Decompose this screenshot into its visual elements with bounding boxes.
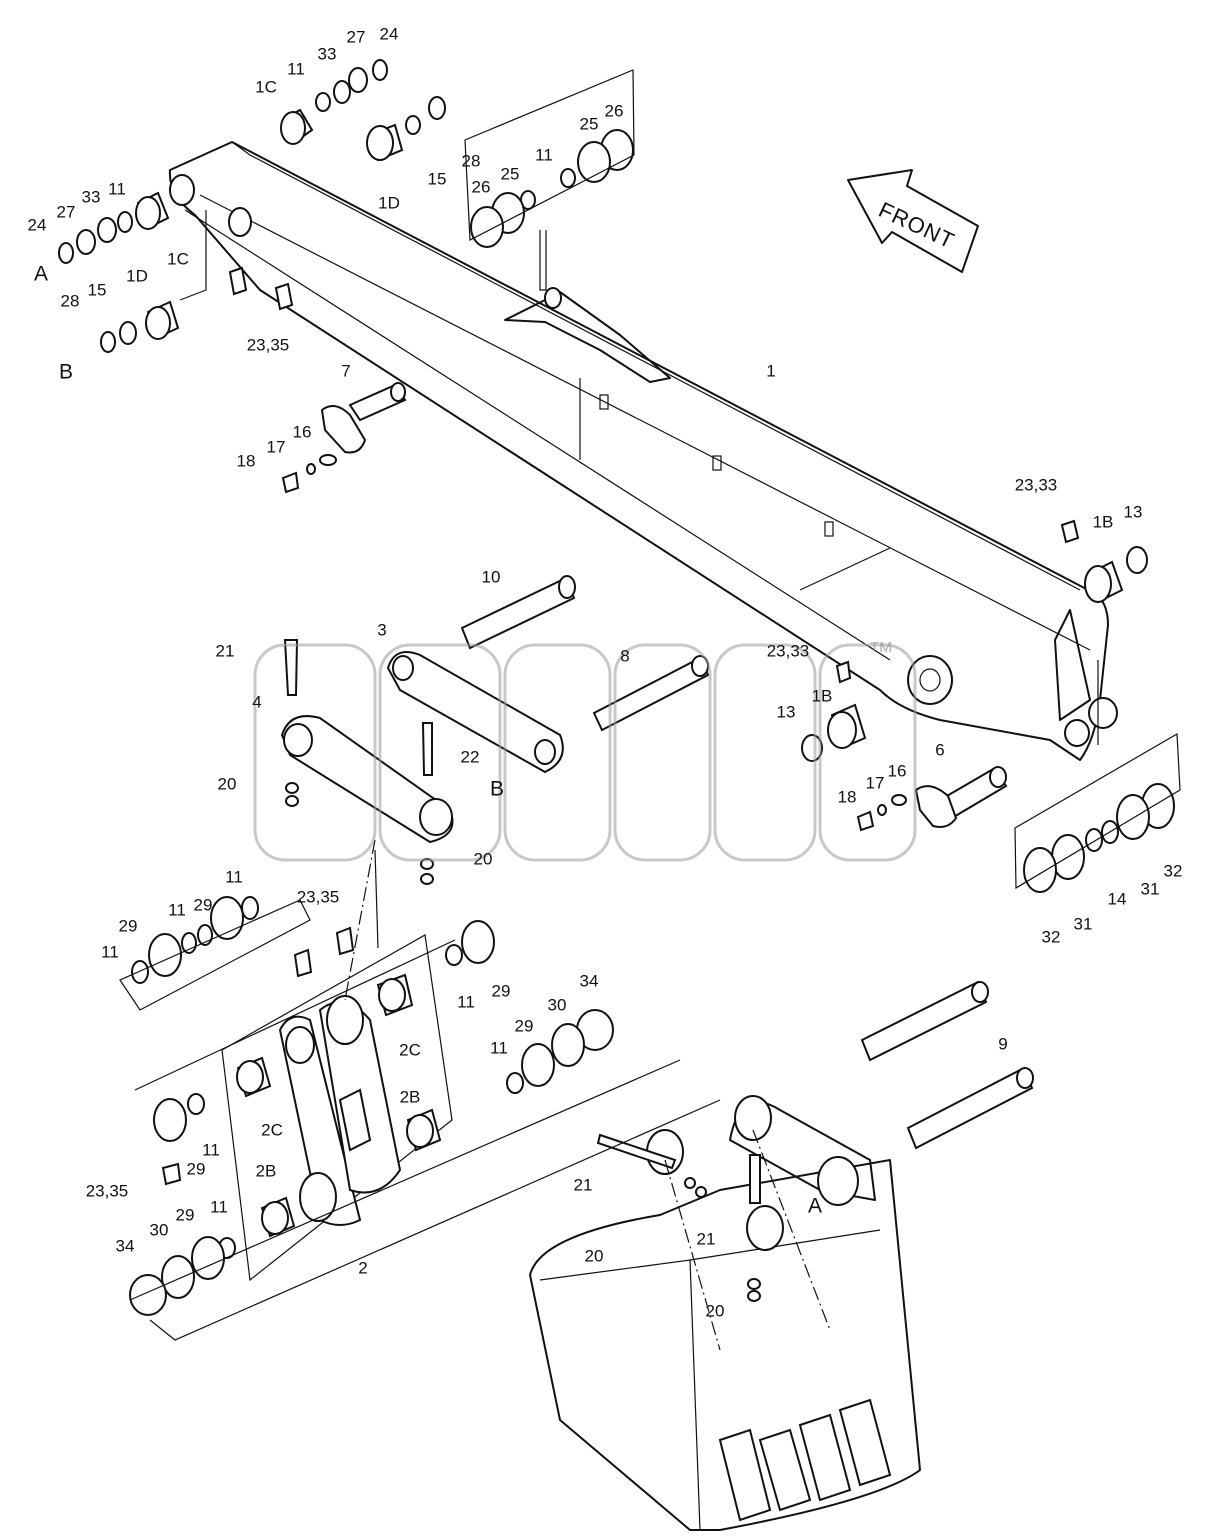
callout-label: A <box>34 263 48 286</box>
callout-label: 29 <box>492 981 511 1000</box>
callout-label: 8 <box>620 646 629 665</box>
callout-label: 24 <box>380 24 399 43</box>
callout-label: 18 <box>237 451 256 470</box>
link-2-assembly <box>129 896 614 1316</box>
callout-label: 1C <box>255 77 277 96</box>
callout-label: 23,35 <box>247 335 290 354</box>
callout-label: 34 <box>580 971 599 990</box>
callout-label: 11 <box>490 1038 508 1057</box>
callout-label: 29 <box>194 895 213 914</box>
callout-label: 25 <box>580 114 599 133</box>
links <box>280 639 564 885</box>
callout-label: 15 <box>428 169 447 188</box>
callout-label: 7 <box>341 361 350 380</box>
callout-label: 29 <box>176 1205 195 1224</box>
callout-label: 10 <box>482 567 501 586</box>
callout-label: 20 <box>218 774 237 793</box>
callout-label: 22 <box>461 747 480 766</box>
callout-label: 3 <box>377 620 386 639</box>
callout-label: 30 <box>150 1220 169 1239</box>
callout-label: 26 <box>472 177 491 196</box>
callout-label: 11 <box>457 992 475 1011</box>
callout-label: 14 <box>1108 889 1127 908</box>
callout-label: 30 <box>548 995 567 1014</box>
callout-label: 11 <box>210 1197 228 1216</box>
callout-label: 33 <box>318 44 337 63</box>
callout-label: 21 <box>216 641 235 660</box>
callout-label: 11 <box>535 145 553 164</box>
callout-label: 13 <box>1124 502 1143 521</box>
callout-label: 9 <box>998 1034 1007 1053</box>
callout-label: 15 <box>88 280 107 299</box>
callout-label: 2 <box>358 1258 367 1277</box>
watermark: ™ <box>253 636 917 862</box>
callout-label: 17 <box>866 773 885 792</box>
bucket-assembly <box>529 980 1034 1531</box>
callout-label: 21 <box>574 1175 593 1194</box>
callout-label: 28 <box>61 291 80 310</box>
leader-lines <box>119 69 1181 1351</box>
callout-label: 32 <box>1164 861 1183 880</box>
front-arrow: FRONT <box>847 169 979 273</box>
pins-and-bushings <box>58 59 1175 893</box>
callout-label: 4 <box>252 692 261 711</box>
callout-label: 24 <box>28 215 47 234</box>
callout-label: 1 <box>766 361 775 380</box>
callout-label: 16 <box>888 761 907 780</box>
callout-label: 29 <box>515 1016 534 1035</box>
callout-label: 11 <box>168 900 186 919</box>
callout-label: 31 <box>1141 879 1160 898</box>
callout-label: 2C <box>399 1040 421 1059</box>
callout-label: 11 <box>101 942 119 961</box>
callout-label: 27 <box>347 27 366 46</box>
callout-label: 27 <box>57 202 76 221</box>
callout-label: 28 <box>462 151 481 170</box>
callout-label: 23,35 <box>297 887 340 906</box>
callout-label: 2C <box>261 1120 283 1139</box>
callout-label: 34 <box>116 1236 135 1255</box>
callout-label: 20 <box>585 1246 604 1265</box>
callout-label: 25 <box>501 164 520 183</box>
watermark-trademark: ™ <box>868 636 894 666</box>
callout-label: 1B <box>812 686 833 705</box>
callout-label: 11 <box>202 1140 220 1159</box>
callout-label: 17 <box>267 437 286 456</box>
callout-label: 29 <box>119 916 138 935</box>
callout-label: 23,33 <box>767 641 810 660</box>
callout-label: 18 <box>838 787 857 806</box>
callout-label: A <box>808 1195 822 1218</box>
callout-label: 1B <box>1093 512 1114 531</box>
callout-label: 33 <box>82 187 101 206</box>
callout-label: 29 <box>187 1159 206 1178</box>
callout-label: 6 <box>935 740 944 759</box>
callout-label: 13 <box>777 702 796 721</box>
callout-label: 26 <box>605 101 624 120</box>
callout-label: 32 <box>1042 927 1061 946</box>
callout-label: 16 <box>293 422 312 441</box>
callout-label: 31 <box>1074 914 1093 933</box>
callout-label: 11 <box>108 179 126 198</box>
callout-label: 23,35 <box>86 1181 129 1200</box>
callout-label: 11 <box>287 59 305 78</box>
callout-label: 21 <box>697 1229 716 1248</box>
callout-label: 20 <box>474 849 493 868</box>
callout-label: 1D <box>126 266 148 285</box>
callout-label: B <box>59 361 73 384</box>
callout-label: 2B <box>256 1161 277 1180</box>
arm-assembly <box>168 141 1118 761</box>
callout-label: 23,33 <box>1015 475 1058 494</box>
callout-label: 2B <box>400 1087 421 1106</box>
callout-label: 20 <box>706 1301 725 1320</box>
callout-label: 1C <box>167 249 189 268</box>
callout-label: 1D <box>378 193 400 212</box>
callout-label: B <box>490 778 504 801</box>
callout-label: 11 <box>225 867 243 886</box>
